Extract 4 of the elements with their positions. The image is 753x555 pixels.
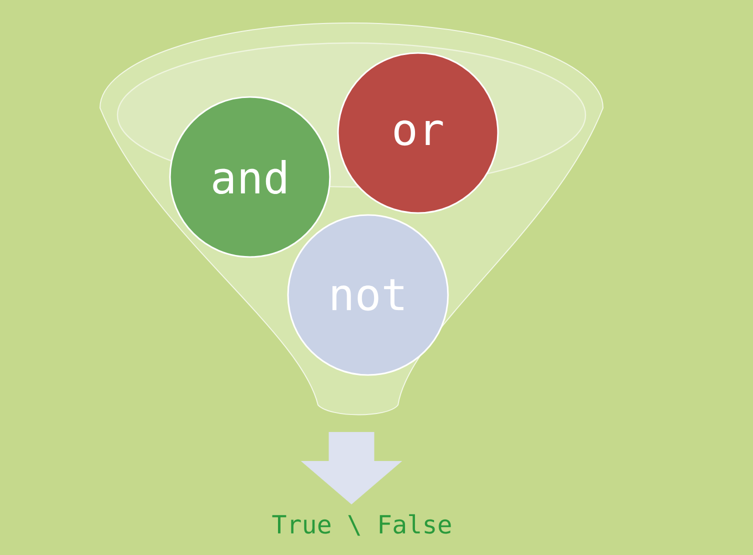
circle-node: or [337,52,499,214]
result-text: True \ False [272,514,451,536]
block-arrow [301,432,402,504]
circle-node: and [169,96,331,258]
